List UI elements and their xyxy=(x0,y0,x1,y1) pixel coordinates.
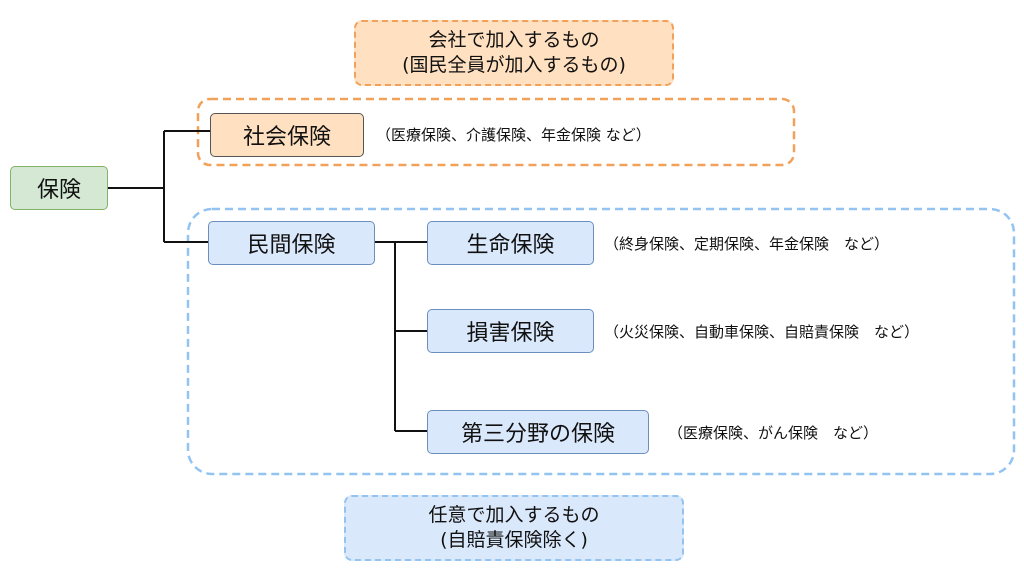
mandatory-callout-line2: (国民全員が加入するもの) xyxy=(402,54,626,76)
node-third-sector-insurance: 第三分野の保険 xyxy=(427,410,649,454)
node-life-insurance: 生命保険 xyxy=(427,221,594,265)
social-insurance-examples: （医療保険、介護保険、年金保険 など） xyxy=(376,126,651,144)
mandatory-callout: 会社で加入するもの (国民全員が加入するもの) xyxy=(354,20,674,86)
root-node-insurance: 保険 xyxy=(10,166,108,210)
node-social-insurance: 社会保険 xyxy=(210,113,364,157)
third-sector-examples: （医療保険、がん保険 など） xyxy=(668,424,879,442)
node-property-casualty-insurance: 損害保険 xyxy=(427,309,594,353)
mandatory-callout-line1: 会社で加入するもの xyxy=(428,29,600,51)
property-casualty-examples: （火災保険、自動車保険、自賠責保険 など） xyxy=(604,323,920,341)
voluntary-callout-line2: (自賠責保険除く) xyxy=(440,529,588,551)
life-insurance-examples: （終身保険、定期保険、年金保険 など） xyxy=(604,235,890,253)
voluntary-callout-line1: 任意で加入するもの xyxy=(428,504,600,526)
private-group-frame xyxy=(186,207,1016,476)
voluntary-callout: 任意で加入するもの (自賠責保険除く) xyxy=(344,495,684,561)
node-private-insurance: 民間保険 xyxy=(208,221,375,265)
